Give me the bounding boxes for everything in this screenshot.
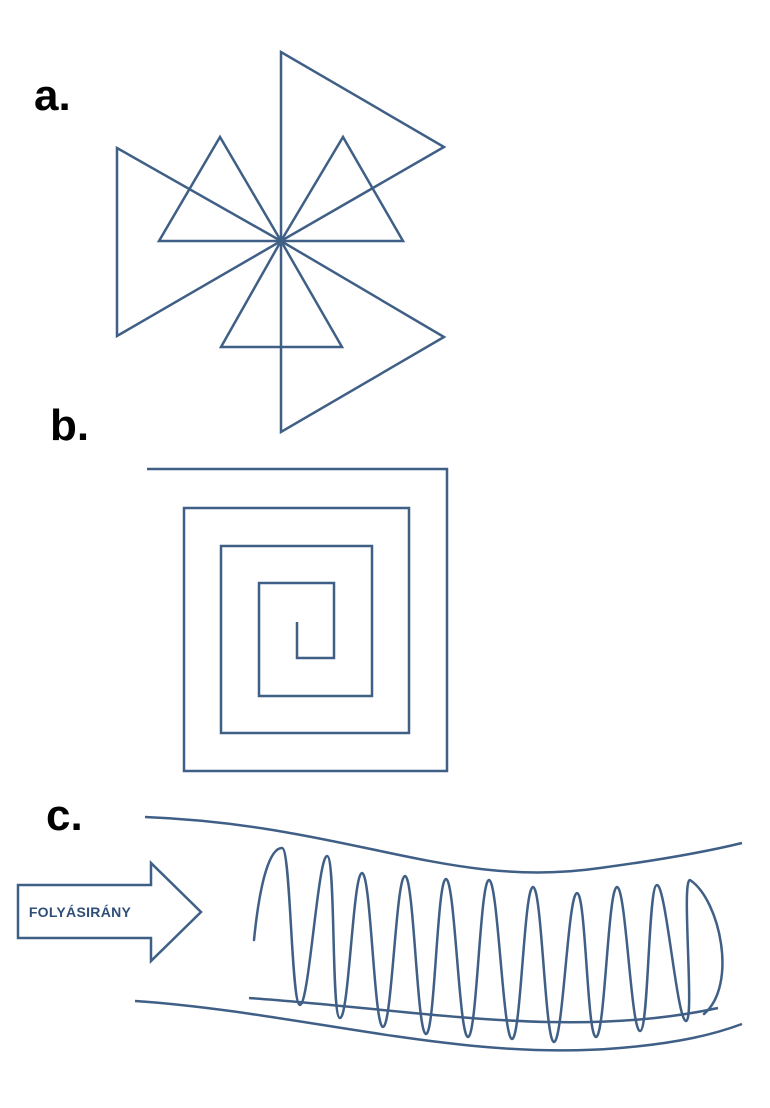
square-spiral-figure xyxy=(147,467,449,773)
channel-bottom-wall xyxy=(134,999,743,1052)
triangle-lower-small xyxy=(218,238,345,349)
triangle-star-figure xyxy=(115,49,447,435)
triangle-left-large xyxy=(115,145,284,339)
panel-label-a: a. xyxy=(34,71,71,120)
channel-top-wall xyxy=(144,815,743,874)
panel-label-c: c. xyxy=(46,791,83,840)
flow-channel-figure: FOLYÁSIRÁNY xyxy=(16,815,743,1052)
square-spiral-line xyxy=(147,467,449,773)
triangle-bottom-large xyxy=(279,238,447,435)
flow-arrow-outline xyxy=(16,860,203,964)
flow-direction-label: FOLYÁSIRÁNY xyxy=(29,904,132,920)
channel-inner-bottom-line xyxy=(248,996,719,1024)
panel-label-b: b. xyxy=(50,401,90,450)
meander-wave-line xyxy=(252,846,724,1044)
triangle-upper-left-small xyxy=(156,134,284,243)
flow-direction-arrow: FOLYÁSIRÁNY xyxy=(16,860,203,964)
triangle-top-large xyxy=(279,49,447,244)
triangle-upper-right-small xyxy=(278,134,406,243)
